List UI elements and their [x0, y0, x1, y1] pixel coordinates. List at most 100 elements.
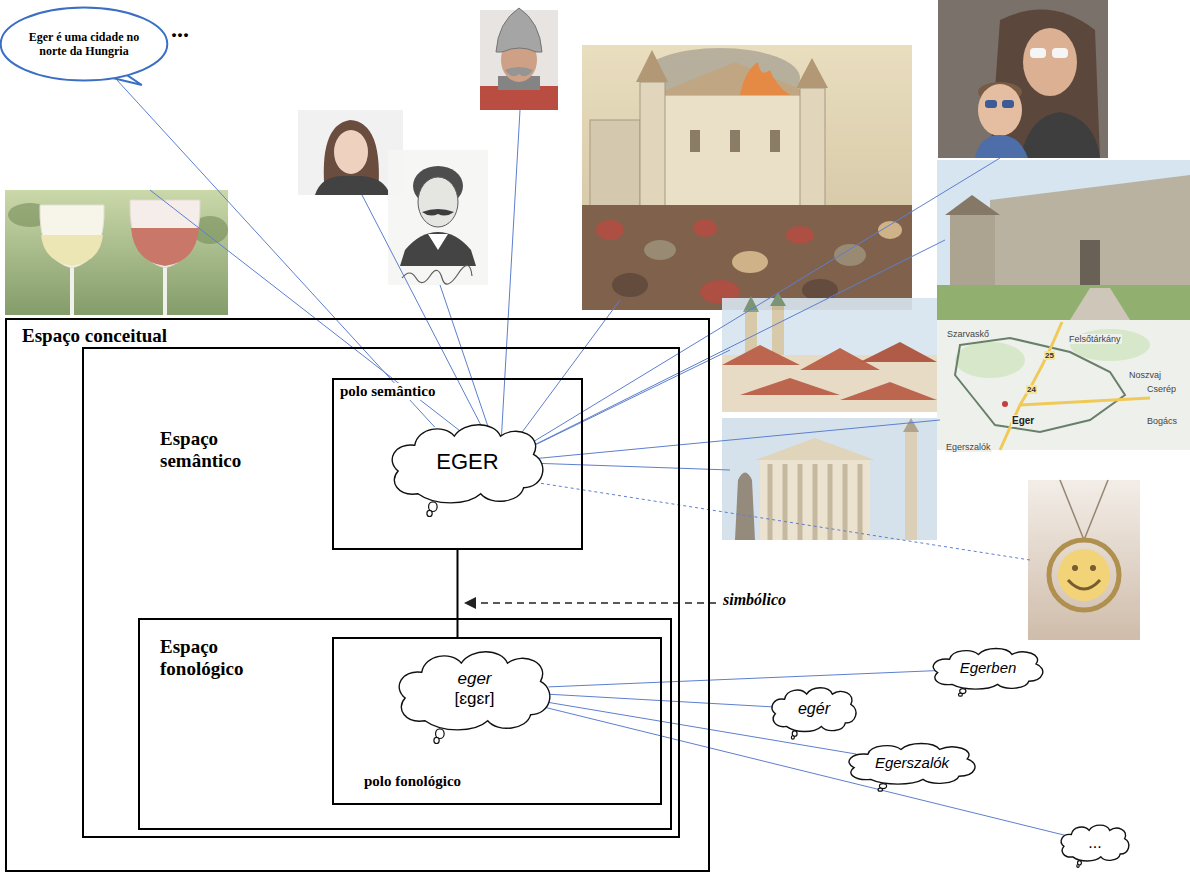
woman-portrait	[334, 130, 368, 174]
box-heading: Espaço semântico	[158, 428, 283, 472]
town-photo	[770, 292, 786, 306]
cloud-text: egér	[798, 699, 830, 718]
map-label: Noszvaj	[1128, 370, 1162, 380]
label-holder: Szarvaskő	[946, 323, 990, 341]
ellipsis-mark: ...	[170, 16, 190, 44]
battle-painting	[800, 88, 825, 210]
battle-painting	[655, 62, 815, 95]
box-heading: polo fonológico	[362, 773, 463, 790]
battle-painting	[644, 240, 676, 260]
wine-photo	[70, 268, 74, 315]
cloud-body	[392, 425, 543, 503]
cathedral-photo	[813, 464, 818, 540]
warrior-photo	[505, 67, 533, 76]
box-heading: Espaço fonológico	[158, 636, 283, 680]
space-box: Espaço fonológicopolo fonológicoeger[ɛgɛ…	[138, 618, 672, 830]
text-holder: ...	[1067, 826, 1123, 859]
association-lines	[150, 110, 1000, 470]
cloud-text: Egerszalók	[875, 754, 949, 772]
cloud-tail	[1077, 865, 1079, 868]
box-heading: Espaço conceitual	[20, 325, 169, 347]
association-lines	[362, 195, 500, 462]
wine-photo	[5, 190, 228, 315]
town-photo	[740, 378, 840, 395]
warrior-photo	[496, 8, 542, 52]
association-lines	[500, 420, 940, 462]
text-holder: Espaço fonológico	[158, 636, 283, 680]
cloud-body	[849, 744, 975, 785]
smiley-pendant	[1058, 549, 1110, 601]
castle-photo	[950, 215, 995, 290]
smiley-pendant	[1028, 480, 1140, 640]
cathedral-photo	[903, 418, 919, 432]
town-photo	[860, 342, 937, 362]
battle-painting	[732, 251, 768, 273]
cloud-tail	[878, 788, 882, 791]
cloud-tail	[434, 737, 439, 743]
cloud-body	[399, 652, 550, 730]
text-holder: polo fonológico	[362, 772, 542, 790]
family-photo	[1030, 48, 1046, 58]
bubble-body	[1, 8, 168, 81]
man-engraving	[418, 177, 458, 227]
bubble-text: Eger é uma cidade no norte da Hungria	[16, 30, 152, 59]
wine-photo	[130, 200, 200, 268]
battle-painting	[770, 130, 780, 152]
cathedral-photo	[905, 432, 917, 540]
cloud-body	[933, 649, 1043, 690]
map-image	[937, 320, 1190, 450]
battle-painting	[740, 62, 790, 95]
label-holder: Egerszalók	[945, 436, 992, 454]
connector-line	[115, 78, 435, 427]
symbolic-arrow	[464, 597, 476, 609]
wine-photo	[41, 235, 103, 266]
label-holder: Bogács	[1146, 410, 1178, 428]
label-holder: 25	[1044, 344, 1055, 362]
castle-photo	[990, 175, 1190, 290]
cloud-text: Egerben	[960, 659, 1017, 677]
man-engraving	[428, 234, 448, 250]
text-holder: Egerben	[942, 649, 1033, 686]
family-photo	[985, 100, 997, 108]
label-holder: Noszvaj	[1128, 364, 1162, 382]
woman-portrait	[315, 176, 390, 195]
label-holder: ...	[170, 16, 190, 44]
label-holder: Cserép	[1146, 378, 1177, 396]
battle-painting	[660, 95, 810, 210]
map-label: Szarvaskő	[946, 329, 990, 339]
text-holder: Espaço semântico	[158, 428, 283, 472]
cathedral-photo	[768, 464, 773, 540]
cathedral-photo	[722, 418, 937, 540]
space-box: Espaço conceitualEspaço semânticopolo se…	[5, 318, 710, 872]
battle-painting	[802, 279, 838, 301]
map-label: Bogács	[1146, 416, 1178, 426]
battle-painting	[690, 130, 700, 152]
map-label: Egerszalók	[945, 442, 992, 452]
text-holder: egér	[779, 688, 849, 728]
map-label: Cserép	[1146, 384, 1177, 394]
cathedral-photo	[783, 464, 788, 540]
cathedral-photo	[735, 473, 755, 541]
smiley-pendant	[1060, 480, 1108, 540]
form-cloud: egér	[768, 684, 860, 740]
battle-painting	[786, 226, 814, 244]
map-image	[1000, 322, 1062, 450]
town-photo	[722, 345, 800, 365]
cloud-tail	[958, 693, 962, 696]
battle-painting	[636, 50, 668, 82]
label-holder: Felsőtárkány	[1068, 328, 1122, 346]
family-photo	[938, 0, 1108, 158]
map-label: Felsőtárkány	[1068, 334, 1122, 344]
battle-painting	[640, 82, 665, 210]
battle-painting	[582, 45, 912, 310]
castle-photo	[937, 160, 1190, 320]
town-photo	[840, 382, 937, 400]
map-label: Eger	[1011, 415, 1035, 427]
battle-painting	[730, 130, 740, 152]
cloud-tail	[791, 736, 794, 739]
wine-photo	[131, 228, 199, 266]
cloud-body	[1061, 825, 1129, 861]
space-box: Espaço semânticopolo semânticoEGEREspaço…	[82, 347, 680, 838]
man-engraving	[402, 265, 472, 284]
